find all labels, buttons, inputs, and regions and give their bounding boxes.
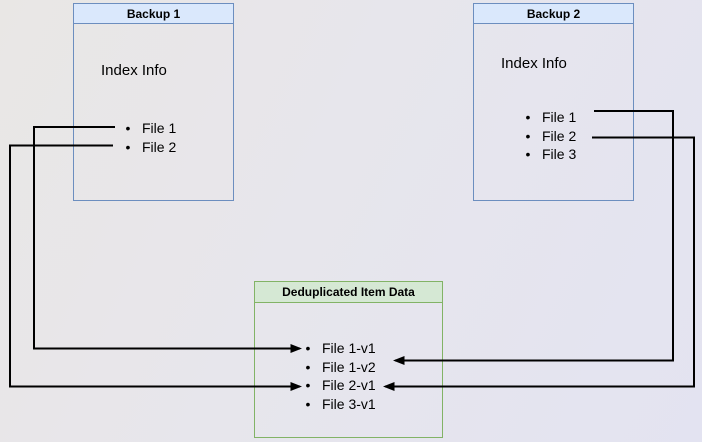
deduplicated-item-data-box: Deduplicated Item Data • File 1-v1 • File 1… [254, 281, 443, 438]
list-item: • File 3-v1 [300, 395, 440, 414]
list-item-label: File 2 [142, 138, 177, 155]
backup2-box: Backup 2 Index Info • File 1 • File 2 • File … [473, 3, 634, 201]
list-item: • File 2-v1 [300, 376, 440, 395]
list-item: • File 1 [120, 119, 231, 138]
dedup-body: • File 1-v1 • File 1-v2 • File 2-v1 • File 3-v1 [255, 303, 442, 436]
bullet-icon: • [305, 377, 311, 394]
bullet-icon: • [525, 127, 531, 144]
backup1-index-info-label: Index Info [101, 62, 167, 79]
backup1-title: Backup 1 [74, 4, 233, 24]
backup1-file-list: • File 1 • File 2 [120, 119, 231, 156]
list-item-label: File 3 [542, 146, 577, 163]
list-item-label: File 1 [142, 120, 177, 137]
backup2-title: Backup 2 [474, 4, 633, 24]
list-item-label: File 3-v1 [322, 396, 376, 413]
list-item: • File 1 [520, 108, 631, 127]
list-item: • File 2 [120, 138, 231, 157]
bullet-icon: • [305, 340, 311, 357]
bullet-icon: • [125, 138, 131, 155]
backup2-body: Index Info • File 1 • File 2 • File 3 [474, 24, 633, 199]
list-item: • File 3 [520, 145, 631, 164]
bullet-icon: • [305, 358, 311, 375]
bullet-icon: • [125, 120, 131, 137]
list-item: • File 1-v2 [300, 358, 440, 377]
dedup-title: Deduplicated Item Data [255, 282, 442, 303]
dedup-file-list: • File 1-v1 • File 1-v2 • File 2-v1 • File 3-v1 [300, 339, 440, 413]
list-item-label: File 1-v1 [322, 340, 376, 357]
backup1-box: Backup 1 Index Info • File 1 • File 2 [73, 3, 234, 201]
backup2-index-info-label: Index Info [501, 55, 567, 72]
backup1-body: Index Info • File 1 • File 2 [74, 24, 233, 199]
list-item-label: File 1-v2 [322, 358, 376, 375]
list-item-label: File 1 [542, 109, 577, 126]
list-item: • File 1-v1 [300, 339, 440, 358]
bullet-icon: • [525, 109, 531, 126]
backup2-file-list: • File 1 • File 2 • File 3 [520, 108, 631, 164]
bullet-icon: • [525, 146, 531, 163]
list-item-label: File 2 [542, 127, 577, 144]
list-item: • File 2 [520, 127, 631, 146]
list-item-label: File 2-v1 [322, 377, 376, 394]
bullet-icon: • [305, 396, 311, 413]
